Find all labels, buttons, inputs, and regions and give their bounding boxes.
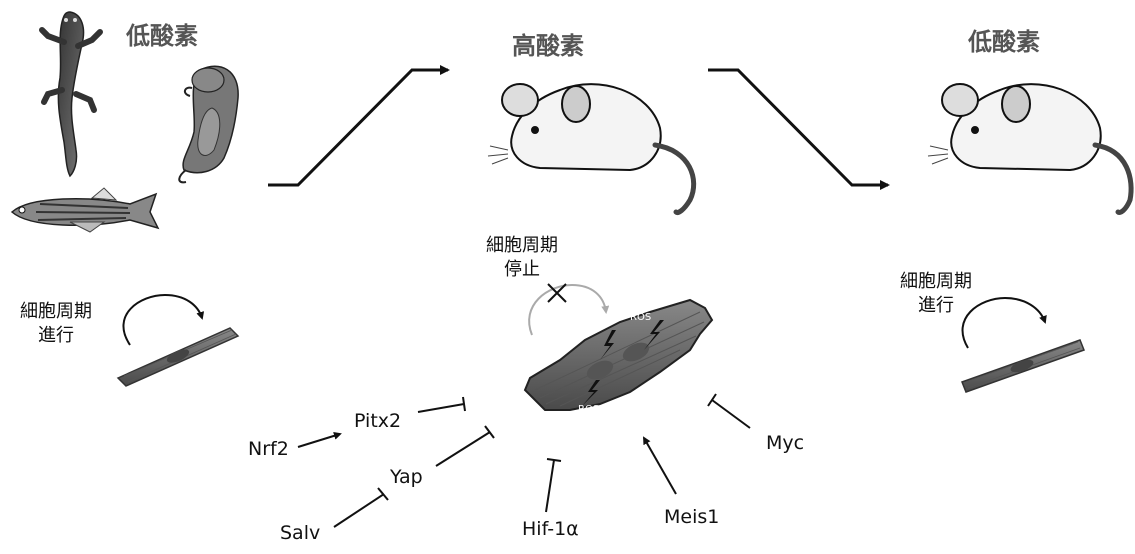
factor-nrf2: Nrf2 [248, 438, 289, 460]
myc-inhibit-line [711, 399, 751, 429]
oxygen-fall-arrow [708, 68, 890, 190]
arrest-x-icon [547, 283, 567, 303]
cell-cycle-progress-label-left: 細胞周期 進行 [20, 301, 92, 346]
factor-salv: Salv [280, 522, 321, 544]
factor-myc: Myc [766, 432, 805, 454]
factor-pitx2: Pitx2 [354, 410, 402, 432]
cell-cycle-progress-label-right: 細胞周期 進行 [900, 271, 972, 316]
oxygen-rise-arrow [268, 65, 450, 187]
left-condition-title: 低酸素 [126, 22, 198, 50]
right-condition-title: 低酸素 [968, 28, 1040, 56]
ros-label: ROS [578, 324, 600, 335]
cell-cycle-arrest-label: 細胞周期 停止 [486, 235, 558, 280]
yap-inhibit-line [435, 431, 491, 467]
cardiomyocyte-icon [116, 327, 240, 387]
ros-label: ROS [578, 404, 600, 415]
factor-meis1: Meis1 [664, 506, 720, 528]
middle-condition-title: 高酸素 [512, 32, 584, 60]
hif-inhibit-line [545, 459, 555, 513]
cell-cycle-arrow-right [961, 296, 1047, 349]
cell-cycle-arrow-arrested [528, 283, 610, 336]
oxygen-level-line [268, 65, 890, 190]
nrf2-to-pitx2-arrow [297, 431, 342, 448]
cell-cycle-arrow-left [122, 293, 205, 346]
factor-hif1a: Hif-1α [522, 518, 579, 540]
pitx2-inhibit-line [417, 403, 465, 413]
salv-inhibit-line [333, 493, 385, 528]
ros-lightning-icon [600, 330, 616, 360]
cardiomyocyte-icon [523, 298, 714, 411]
neonatal-mouse-icon [178, 65, 239, 184]
factor-yap: Yap [390, 466, 423, 488]
mouse-icon [927, 83, 1134, 215]
zebrafish-icon [10, 187, 160, 233]
meis1-arrow [643, 436, 677, 495]
ros-label: ROS [630, 312, 652, 323]
salamander-icon [39, 11, 103, 178]
cardiomyocyte-icon [961, 339, 1085, 393]
mouse-icon [487, 83, 697, 215]
